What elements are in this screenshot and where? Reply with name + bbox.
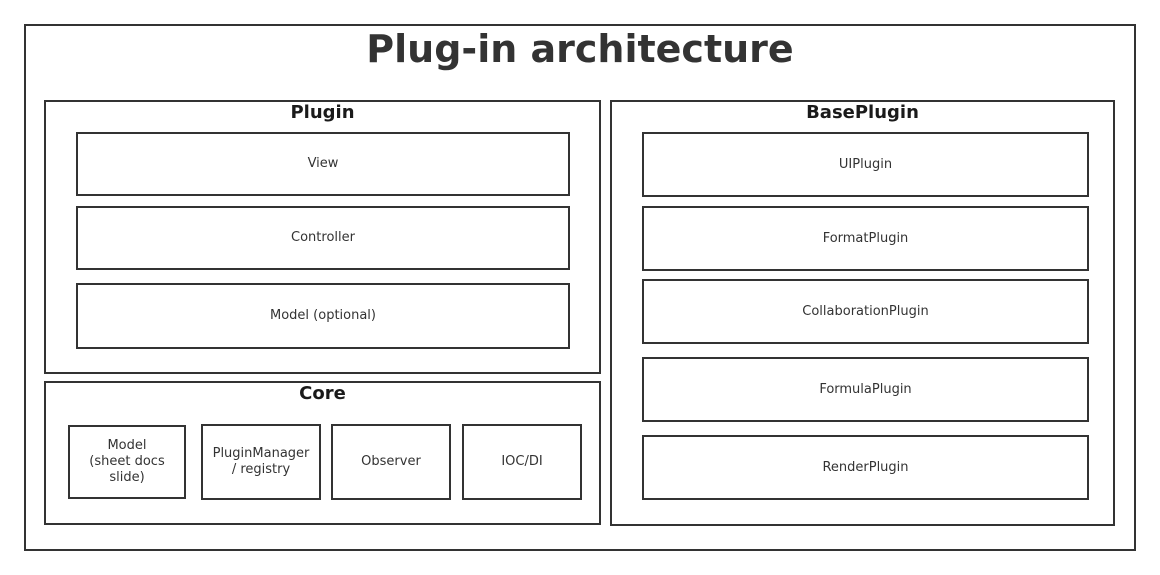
plugin-group: Plugin View Controller Model (optional) [44, 100, 601, 374]
ui-plugin-box: UIPlugin [642, 132, 1089, 197]
core-group: Core Model (sheet docs slide) PluginMana… [44, 381, 601, 525]
plugin-view-box: View [76, 132, 570, 196]
collaboration-plugin-label: CollaborationPlugin [802, 303, 929, 319]
base-plugin-group: BasePlugin UIPlugin FormatPlugin Collabo… [610, 100, 1115, 526]
core-ioc-di-box: IOC/DI [462, 424, 582, 500]
diagram-title: Plug-in architecture [366, 27, 794, 71]
render-plugin-box: RenderPlugin [642, 435, 1089, 500]
ui-plugin-label: UIPlugin [838, 156, 893, 172]
render-plugin-label: RenderPlugin [822, 459, 909, 475]
plugin-view-label: View [307, 156, 339, 171]
core-observer-box: Observer [331, 424, 451, 500]
core-plugin-manager-box: PluginManager / registry [201, 424, 321, 500]
core-group-title: Core [299, 383, 346, 404]
core-model-label: Model (sheet docs slide) [89, 438, 165, 485]
formula-plugin-label: FormulaPlugin [819, 381, 912, 397]
format-plugin-label: FormatPlugin [822, 230, 909, 246]
core-plugin-manager-label: PluginManager / registry [212, 446, 310, 477]
plugin-controller-label: Controller [291, 230, 355, 245]
core-ioc-di-label: IOC/DI [501, 454, 543, 469]
plugin-group-title: Plugin [290, 102, 355, 123]
core-observer-label: Observer [361, 454, 421, 469]
format-plugin-box: FormatPlugin [642, 206, 1089, 271]
plugin-controller-box: Controller [76, 206, 570, 270]
core-model-box: Model (sheet docs slide) [68, 425, 186, 499]
base-plugin-group-title: BasePlugin [806, 102, 919, 123]
formula-plugin-box: FormulaPlugin [642, 357, 1089, 422]
plugin-model-label: Model (optional) [270, 308, 376, 323]
collaboration-plugin-box: CollaborationPlugin [642, 279, 1089, 344]
plugin-model-box: Model (optional) [76, 283, 570, 349]
